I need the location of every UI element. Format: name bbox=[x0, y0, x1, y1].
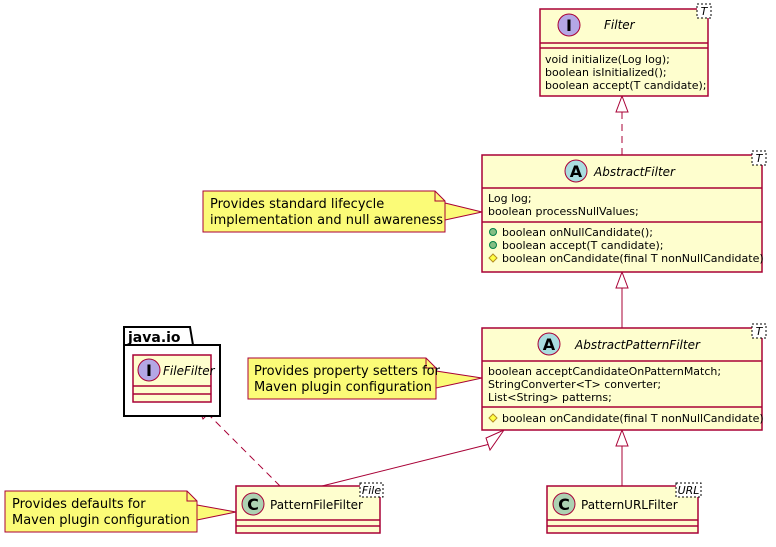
badge-letter: C bbox=[247, 495, 259, 514]
generic-parameter: T bbox=[701, 5, 709, 18]
edge-patternfilefilter-implements-filefilter bbox=[207, 413, 281, 487]
class-filter[interactable]: I Filter T void initialize(Log log); boo… bbox=[539, 3, 712, 97]
note-connector-defaults bbox=[196, 504, 237, 521]
class-name: AbstractFilter bbox=[593, 165, 676, 179]
abstract-badge bbox=[564, 159, 588, 183]
protected-visibility-icon bbox=[488, 413, 498, 423]
badge-letter: A bbox=[543, 335, 556, 354]
field: boolean acceptCandidateOnPatternMatch; bbox=[488, 365, 721, 378]
note-connector-lifecycle bbox=[444, 202, 483, 221]
realization-arrowhead bbox=[615, 94, 629, 113]
generalization-arrowhead bbox=[615, 428, 629, 447]
class-abstract-filter[interactable]: A AbstractFilter T Log log; boolean proc… bbox=[481, 150, 767, 273]
note-line: Provides defaults for bbox=[12, 497, 146, 512]
class-pattern-file-filter[interactable]: C PatternFileFilter File bbox=[235, 482, 384, 534]
note-line: implementation and null awareness bbox=[210, 213, 443, 228]
interface-badge bbox=[557, 13, 581, 37]
note-defaults[interactable]: Provides defaults for Maven plugin confi… bbox=[4, 490, 198, 533]
class-name: PatternFileFilter bbox=[270, 498, 363, 512]
public-visibility-icon bbox=[489, 241, 497, 249]
method: boolean accept(T candidate); bbox=[502, 239, 663, 252]
class-name: AbstractPatternFilter bbox=[574, 338, 701, 352]
field: boolean processNullValues; bbox=[488, 205, 639, 218]
note-lifecycle[interactable]: Provides standard lifecycle implementati… bbox=[202, 190, 446, 233]
generalization-arrowhead bbox=[615, 270, 629, 289]
class-abstract-pattern-filter[interactable]: A AbstractPatternFilter T boolean accept… bbox=[481, 323, 767, 431]
method: boolean onNullCandidate(); bbox=[502, 226, 653, 239]
field: List<String> patterns; bbox=[488, 391, 612, 404]
generalization-arrowhead bbox=[485, 428, 506, 452]
package-name: java.io bbox=[127, 330, 181, 346]
class-file-filter[interactable]: I FileFilter bbox=[132, 354, 216, 403]
class-badge bbox=[241, 492, 265, 516]
protected-visibility-icon bbox=[488, 253, 498, 263]
badge-letter: C bbox=[558, 495, 570, 514]
public-visibility-icon bbox=[489, 228, 497, 236]
class-pattern-url-filter[interactable]: C PatternURLFilter URL bbox=[546, 482, 702, 534]
generic-parameter: File bbox=[362, 484, 381, 497]
class-name: PatternURLFilter bbox=[581, 498, 678, 512]
badge-letter: A bbox=[570, 162, 583, 181]
method: boolean onCandidate(final T nonNullCandi… bbox=[502, 412, 764, 425]
note-setters[interactable]: Provides property setters for Maven plug… bbox=[247, 357, 441, 400]
abstract-badge bbox=[537, 332, 561, 356]
note-line: Provides property setters for bbox=[254, 364, 441, 379]
interface-badge bbox=[137, 358, 161, 382]
class-badge bbox=[552, 492, 576, 516]
field: StringConverter<T> converter; bbox=[488, 378, 661, 391]
note-line: Provides standard lifecycle bbox=[210, 197, 384, 212]
method: boolean accept(T candidate); bbox=[545, 79, 706, 92]
generic-parameter: URL bbox=[678, 484, 700, 497]
class-name: Filter bbox=[604, 18, 636, 32]
generic-parameter: T bbox=[756, 152, 764, 165]
note-connector-setters bbox=[435, 370, 483, 389]
method: boolean isInitialized(); bbox=[545, 66, 667, 79]
generic-parameter: T bbox=[756, 325, 764, 338]
field: Log log; bbox=[488, 192, 532, 205]
edge-patternfilefilter-extends-abstractpatternfilter bbox=[321, 443, 491, 487]
class-name: FileFilter bbox=[163, 364, 216, 378]
badge-letter: I bbox=[566, 16, 572, 35]
method: boolean onCandidate(final T nonNullCandi… bbox=[502, 252, 764, 265]
package-java-io[interactable]: java.io I FileFilter bbox=[123, 326, 221, 417]
badge-letter: I bbox=[146, 361, 152, 380]
note-line: Maven plugin configuration bbox=[254, 380, 432, 395]
method: void initialize(Log log); bbox=[545, 53, 670, 66]
note-line: Maven plugin configuration bbox=[12, 513, 190, 528]
